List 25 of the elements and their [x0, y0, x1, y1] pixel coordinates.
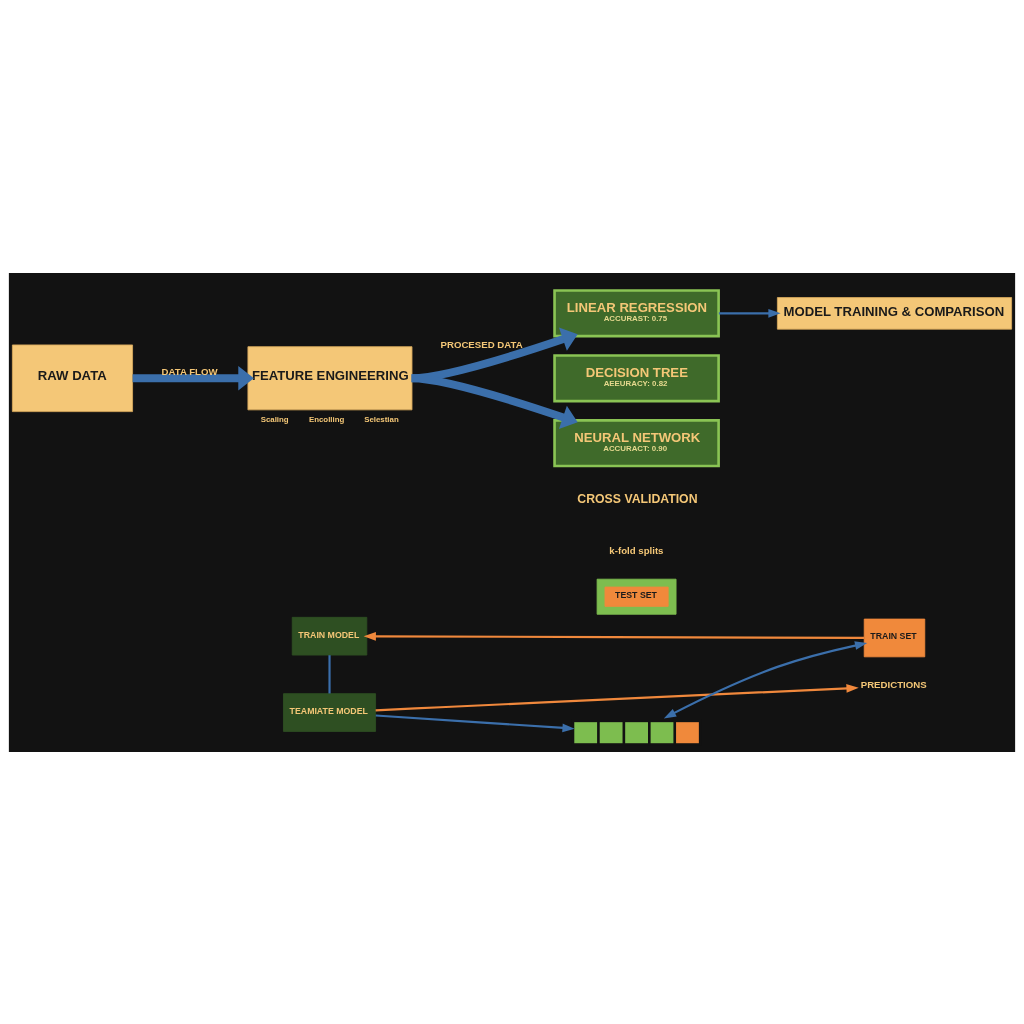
arrow	[375, 683, 859, 711]
node-label: Scaling	[260, 414, 289, 424]
node-box: MODEL TRAINING & COMPARISON	[776, 296, 1013, 330]
edge-label: PROCESED DATA	[440, 338, 523, 350]
node-box: NEURAL NETWORK ACCURACT: 0.90	[553, 418, 720, 467]
node-box: TRAIN MODEL	[291, 616, 368, 655]
arrow	[718, 308, 781, 318]
node-box: LINEAR REGRESSION ACCURAST: 0.75	[553, 288, 720, 337]
label: k-fold splits	[609, 544, 664, 556]
node-label: Encolling	[308, 414, 345, 424]
node-box: RAW DATA	[11, 344, 133, 412]
arrow	[663, 640, 868, 718]
arrow	[363, 631, 865, 641]
node-box: TEAMIATE MODEL	[283, 692, 376, 732]
node-box: DECISION TREE AEEURACY: 0.82	[553, 353, 720, 402]
node-box: TRAIN SET	[863, 618, 926, 657]
label: CROSS VALIDATION	[577, 491, 698, 506]
node-text: PREDICTIONS	[860, 678, 927, 690]
edge-label: DATA FLOW	[161, 365, 218, 377]
node-box: TEST SET	[604, 586, 669, 607]
node-label: Selestian	[364, 414, 399, 424]
arrow	[132, 365, 254, 391]
arrow	[411, 373, 578, 429]
arrow	[375, 713, 575, 732]
connector	[328, 654, 331, 693]
